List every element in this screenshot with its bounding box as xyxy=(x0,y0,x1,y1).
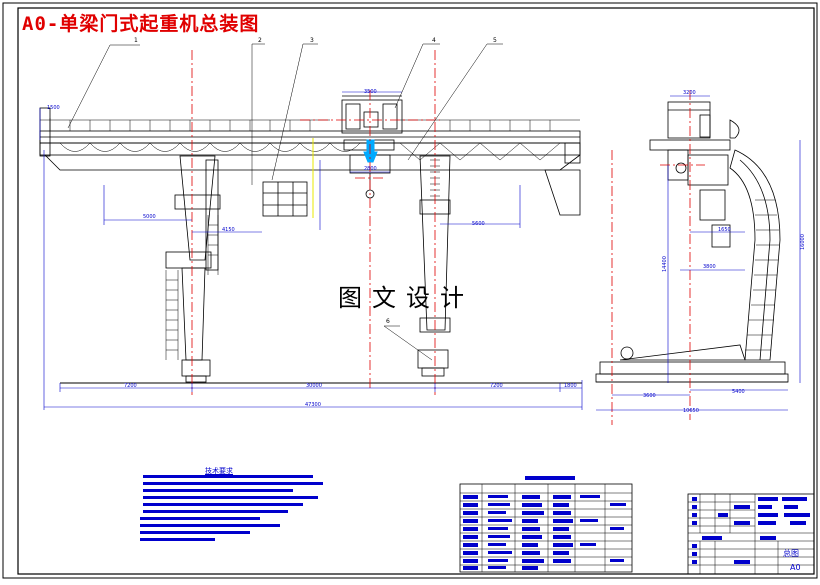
part-number-2: 2 xyxy=(258,37,262,44)
title-block xyxy=(687,493,815,575)
dim-1800: 1800 xyxy=(564,383,577,389)
dim-47300: 47300 xyxy=(305,402,321,408)
dim-14400: 14400 xyxy=(662,256,668,272)
dim-3600: 3600 xyxy=(643,393,656,399)
dim-2800-trolley: 2800 xyxy=(364,166,377,172)
part-number-3: 3 xyxy=(310,37,314,44)
dim-5400: 5400 xyxy=(732,389,745,395)
dim-4150: 4150 xyxy=(222,227,235,233)
title-block-fill xyxy=(692,497,810,564)
dim-3800: 3800 xyxy=(703,264,716,270)
watermark-text: 图文设计 xyxy=(338,284,474,312)
part-number-4: 4 xyxy=(432,37,436,44)
dim-10650: 10650 xyxy=(683,408,699,414)
dimension-lines xyxy=(39,91,583,410)
dim-5000-left: 5000 xyxy=(143,214,156,220)
part-number-labels: 1 2 3 4 5 6 xyxy=(134,37,497,325)
dim-16000: 16000 xyxy=(800,234,806,250)
title-block-drawing-kind: 总图 xyxy=(783,548,799,558)
side-dimension-lines xyxy=(596,95,801,411)
front-dimension-labels: 1500 3500 5000 4150 5600 2800 7200 30000… xyxy=(47,89,577,408)
side-view xyxy=(595,101,789,383)
part-number-6: 6 xyxy=(386,318,390,325)
part-leaders xyxy=(67,43,503,361)
hook-highlight xyxy=(363,139,378,163)
dim-1650: 1650 xyxy=(718,227,731,233)
dim-3500-cab: 3500 xyxy=(364,89,377,95)
dim-3200-side: 3200 xyxy=(683,90,696,96)
dim-5600-right: 5600 xyxy=(472,221,485,227)
dim-7200-left: 7200 xyxy=(124,383,137,389)
dim-7200-right: 7200 xyxy=(490,383,503,389)
tech-requirements-title: 技术要求 xyxy=(205,467,233,475)
dim-30000: 30000 xyxy=(306,383,322,389)
front-view xyxy=(39,95,582,384)
inner-border xyxy=(17,7,815,575)
side-centerlines xyxy=(611,90,705,425)
drawing-title: A0-单梁门式起重机总装图 xyxy=(22,13,260,35)
dim-1500-top: 1500 xyxy=(47,105,60,111)
part-number-1: 1 xyxy=(134,37,138,44)
side-dimension-labels: 3200 1650 3800 14400 16000 3600 5400 106… xyxy=(643,90,806,414)
title-block-sheet-size: A0 xyxy=(790,563,801,572)
parts-list-fill xyxy=(463,476,626,570)
tech-requirements-lines xyxy=(140,475,323,541)
part-number-5: 5 xyxy=(493,37,497,44)
centerlines xyxy=(191,50,440,395)
parts-list xyxy=(459,483,633,573)
